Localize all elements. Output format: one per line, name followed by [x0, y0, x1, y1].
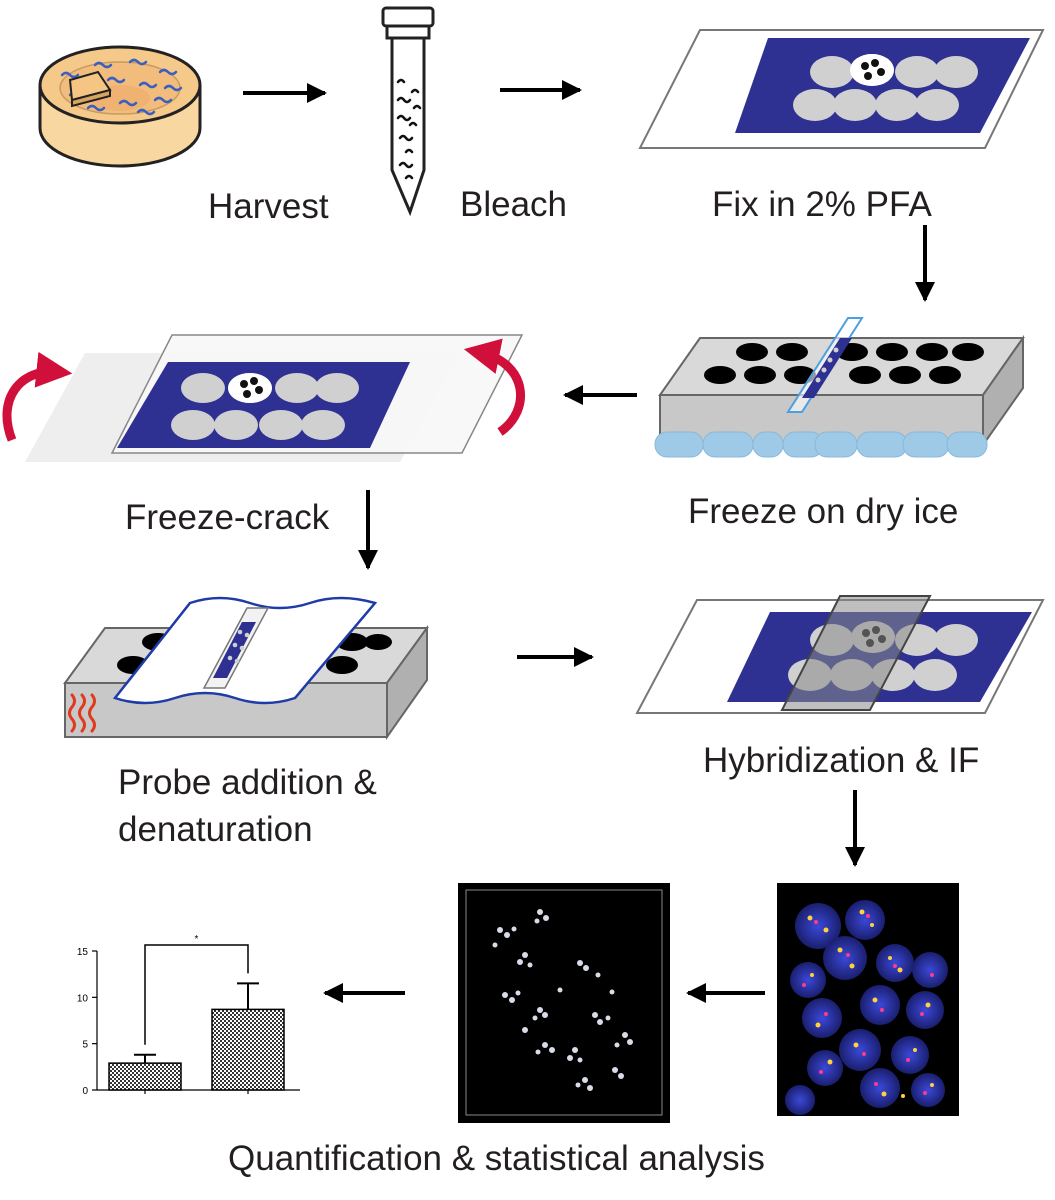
- label-harvest: Harvest: [208, 187, 329, 226]
- y-tick-label: 5: [82, 1040, 88, 1051]
- freeze-crack-slides-icon: [2, 334, 526, 462]
- bar: [108, 1062, 182, 1091]
- significance-bracket: [144, 944, 249, 1045]
- label-hybridization: Hybridization & IF: [703, 741, 980, 780]
- y-tick-label: 10: [77, 993, 89, 1004]
- metaphase-image: [458, 883, 670, 1123]
- y-tick-label: 0: [82, 1086, 88, 1097]
- y-tick-label: 15: [77, 947, 89, 958]
- bar-chart: 0 5 10 15 *: [77, 934, 300, 1097]
- label-freeze: Freeze on dry ice: [688, 492, 959, 531]
- label-probe-line1: Probe addition &: [118, 763, 377, 802]
- dry-ice-block-icon: [654, 317, 1025, 458]
- bar: [211, 1008, 285, 1091]
- slide-fix-icon: [638, 29, 1045, 149]
- label-quantification: Quantification & statistical analysis: [228, 1139, 765, 1178]
- petri-dish-icon: [38, 45, 202, 168]
- fluorescence-image: [777, 883, 959, 1116]
- label-probe-line2: denaturation: [118, 810, 313, 849]
- label-bleach: Bleach: [460, 185, 568, 224]
- label-fix: Fix in 2% PFA: [712, 185, 932, 224]
- slide-hybrid-icon: [635, 595, 1045, 714]
- heat-block-icon: [63, 596, 429, 741]
- tube-icon: [381, 6, 435, 217]
- significance-label: *: [195, 934, 199, 945]
- label-freeze-crack: Freeze-crack: [125, 498, 330, 537]
